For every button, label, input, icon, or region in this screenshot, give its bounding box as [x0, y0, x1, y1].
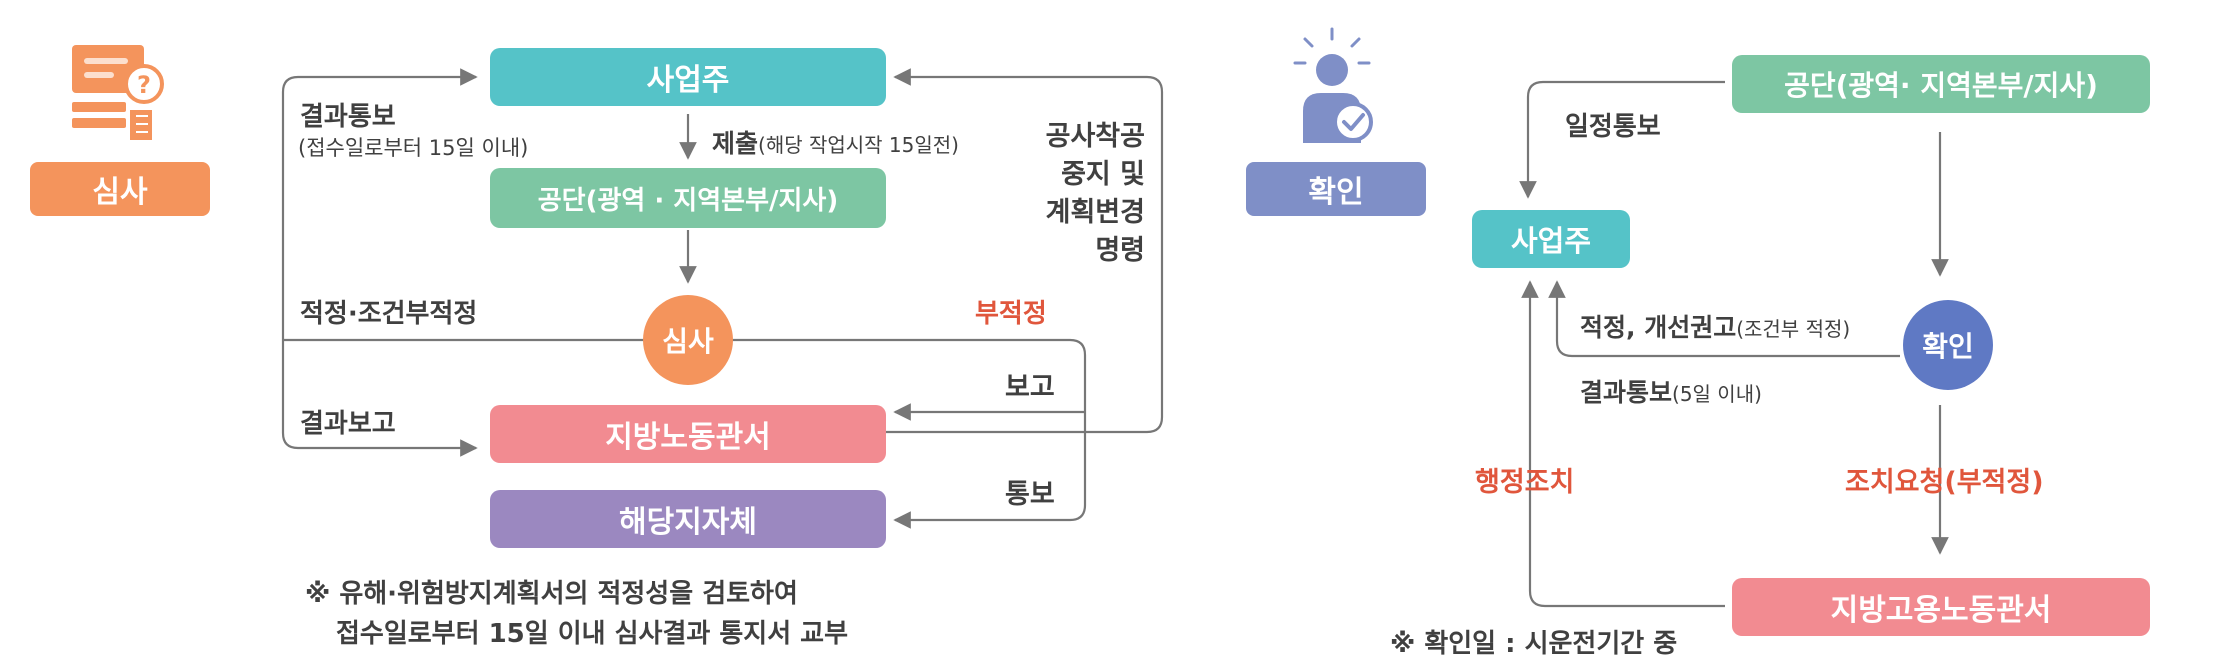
label-submit-main: 제출 [712, 129, 759, 158]
label-unsuitable: 부적정 [975, 299, 1047, 329]
label-report: 보고 [1005, 372, 1055, 403]
label-order-line: 계획변경 [1045, 197, 1145, 228]
label-suitable-right: 적정, 개선권고(조건부 적정) [1580, 308, 1850, 344]
line-order [882, 68, 1164, 434]
document-question-icon: ? [70, 40, 165, 145]
label-notify: 통보 [1005, 479, 1055, 510]
label-result-notice-right-sub: (5일 이내) [1672, 382, 1762, 406]
owner-box-right: 사업주 [1472, 210, 1630, 268]
owner-box: 사업주 [490, 48, 886, 106]
labor-office-box-right: 지방고용노동관서 [1732, 578, 2150, 636]
label-order-line: 중지 및 [1061, 159, 1145, 190]
label-schedule: 일정통보 [1565, 112, 1661, 142]
note-line-2: 접수일로부터 15일 이내 심사결과 통지서 교부 [336, 619, 849, 649]
review-badge: 심사 [30, 162, 210, 216]
label-result-notice-sub: (접수일로부터 15일 이내) [298, 136, 529, 160]
person-check-icon [1285, 25, 1380, 145]
line-admin-action [1521, 280, 1725, 608]
label-admin-action: 행정조치 [1475, 467, 1575, 498]
label-order-line: 공사착공 [1045, 121, 1145, 152]
label-suitable-right-main: 적정, 개선권고 [1580, 313, 1737, 342]
svg-text:?: ? [137, 71, 151, 99]
line-unsuitable [730, 338, 1087, 529]
confirm-circle: 확인 [1903, 300, 1993, 390]
label-submit-sub: (해당 작업시작 15일전) [758, 133, 959, 157]
agency-box: 공단(광역 · 지역본부/지사) [490, 168, 886, 228]
line-result-notice [281, 68, 478, 340]
label-result-report: 결과보고 [300, 409, 396, 439]
label-submit: 제출(해당 작업시작 15일전) [712, 124, 959, 160]
line-result-report [281, 340, 478, 457]
agency-box-right: 공단(광역· 지역본부/지사) [1732, 55, 2150, 113]
label-suitable-right-sub: (조건부 적정) [1736, 317, 1851, 341]
line-suitable-right [1548, 280, 1900, 358]
note-right: ※ 확인일 : 시운전기간 중 [1390, 629, 1678, 659]
label-action-request: 조치요청(부적정) [1845, 467, 2044, 498]
label-order: 공사착공 중지 및 계획변경 명령 [1020, 118, 1145, 270]
label-result-notice: 결과통보 [300, 102, 396, 132]
label-result-notice-right-main: 결과통보 [1580, 378, 1673, 407]
label-result-notice-right: 결과통보(5일 이내) [1580, 373, 1762, 409]
labor-office-box: 지방노동관서 [490, 405, 886, 463]
line-schedule [1519, 80, 1725, 199]
review-circle: 심사 [643, 295, 733, 385]
confirm-badge: 확인 [1246, 162, 1426, 216]
label-suitable: 적정·조건부적정 [300, 299, 478, 329]
note-line-1: ※ 유해·위험방지계획서의 적정성을 검토하여 [305, 579, 798, 609]
label-order-line: 명령 [1095, 235, 1145, 266]
local-gov-box: 해당지자체 [490, 490, 886, 548]
